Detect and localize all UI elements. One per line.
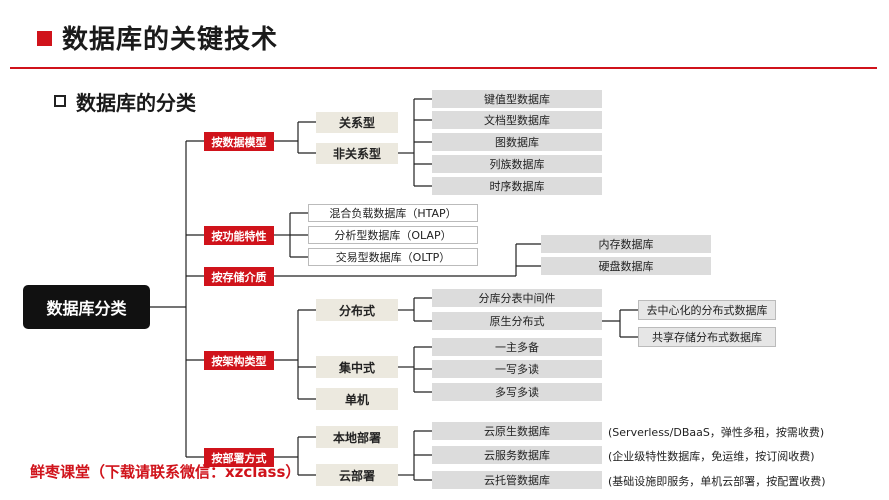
watermark-text: 鲜枣课堂（下载请联系微信：xzclass） [30,463,301,481]
section-subtitle: 数据库的分类 [76,91,196,115]
node-oltp: 交易型数据库（OLTP） [308,248,478,266]
node-cloud-hosted-db: 云托管数据库 [432,471,602,489]
node-olap: 分析型数据库（OLAP） [308,226,478,244]
node-local-deployment: 本地部署 [316,426,398,448]
category-by-architecture: 按架构类型 [204,351,274,370]
note-cloud-hosted: (基础设施即服务，单机云部署，按配置收费) [608,475,826,488]
title-divider [10,67,877,69]
node-disk-db: 硬盘数据库 [541,257,711,275]
node-cloud-deployment: 云部署 [316,464,398,486]
node-cloud-service-db: 云服务数据库 [432,446,602,464]
node-shared-storage-db: 共享存储分布式数据库 [638,327,776,347]
title-bullet [37,31,52,46]
category-by-model: 按数据模型 [204,132,274,151]
node-native-distributed: 原生分布式 [432,312,602,330]
node-cloud-native-db: 云原生数据库 [432,422,602,440]
node-key-value-db: 键值型数据库 [432,90,602,108]
node-multi-write-multi-read: 多写多读 [432,383,602,401]
node-htap: 混合负载数据库（HTAP） [308,204,478,222]
node-column-family-db: 列族数据库 [432,155,602,173]
category-by-function: 按功能特性 [204,226,274,245]
node-in-memory-db: 内存数据库 [541,235,711,253]
node-sharding-middleware: 分库分表中间件 [432,289,602,307]
node-relational: 关系型 [316,112,398,133]
node-distributed: 分布式 [316,299,398,321]
subtitle-bullet [54,95,66,107]
node-time-series-db: 时序数据库 [432,177,602,195]
node-one-write-multi-read: 一写多读 [432,360,602,378]
page-title: 数据库的关键技术 [62,25,279,55]
node-one-primary-multi-standby: 一主多备 [432,338,602,356]
root-node: 数据库分类 [23,285,150,329]
category-by-storage: 按存储介质 [204,267,274,286]
node-standalone: 单机 [316,388,398,410]
node-non-relational: 非关系型 [316,143,398,164]
node-graph-db: 图数据库 [432,133,602,151]
node-document-db: 文档型数据库 [432,111,602,129]
node-centralized: 集中式 [316,356,398,378]
category-by-deployment: 按部署方式 [204,448,274,467]
note-cloud-service: (企业级特性数据库，免运维，按订阅收费) [608,450,815,463]
node-decentralized-db: 去中心化的分布式数据库 [638,300,776,320]
note-cloud-native: (Serverless/DBaaS，弹性多租，按需收费) [608,426,825,439]
